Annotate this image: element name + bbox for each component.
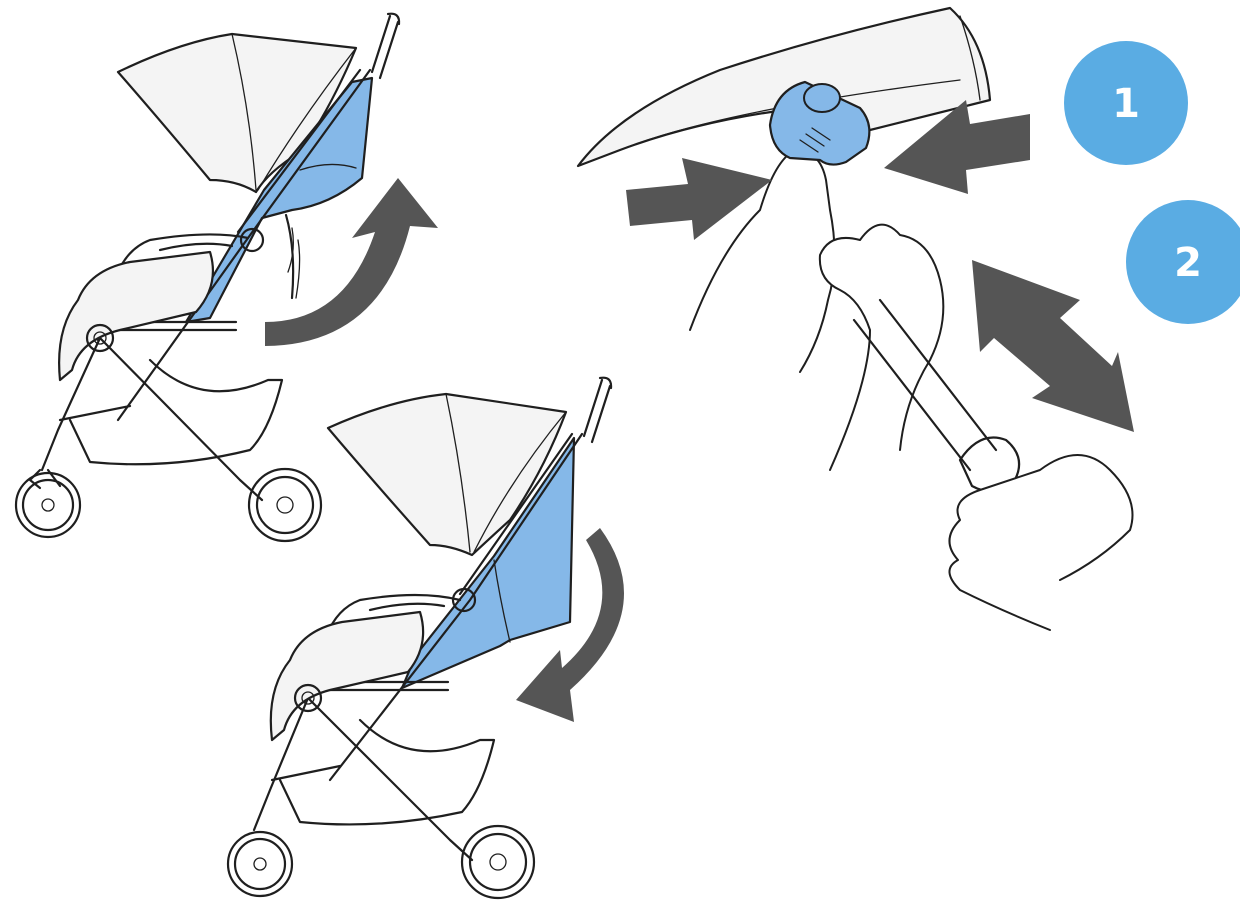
step-number-2: 2 [1174,240,1202,286]
stroller-upright [16,14,399,541]
double-headed-arrow-icon [972,260,1134,432]
front-wheel [16,470,80,537]
step-badge-2: 2 [1126,200,1240,324]
step-badge-1: 1 [1064,41,1188,165]
front-wheel [228,832,292,896]
pulling-hand [949,455,1132,630]
rear-wheel [462,826,534,898]
right-hand-lower [820,225,944,470]
rear-wheel [249,469,321,541]
step-number-1: 1 [1112,81,1140,127]
stroller-reclined [228,378,611,898]
